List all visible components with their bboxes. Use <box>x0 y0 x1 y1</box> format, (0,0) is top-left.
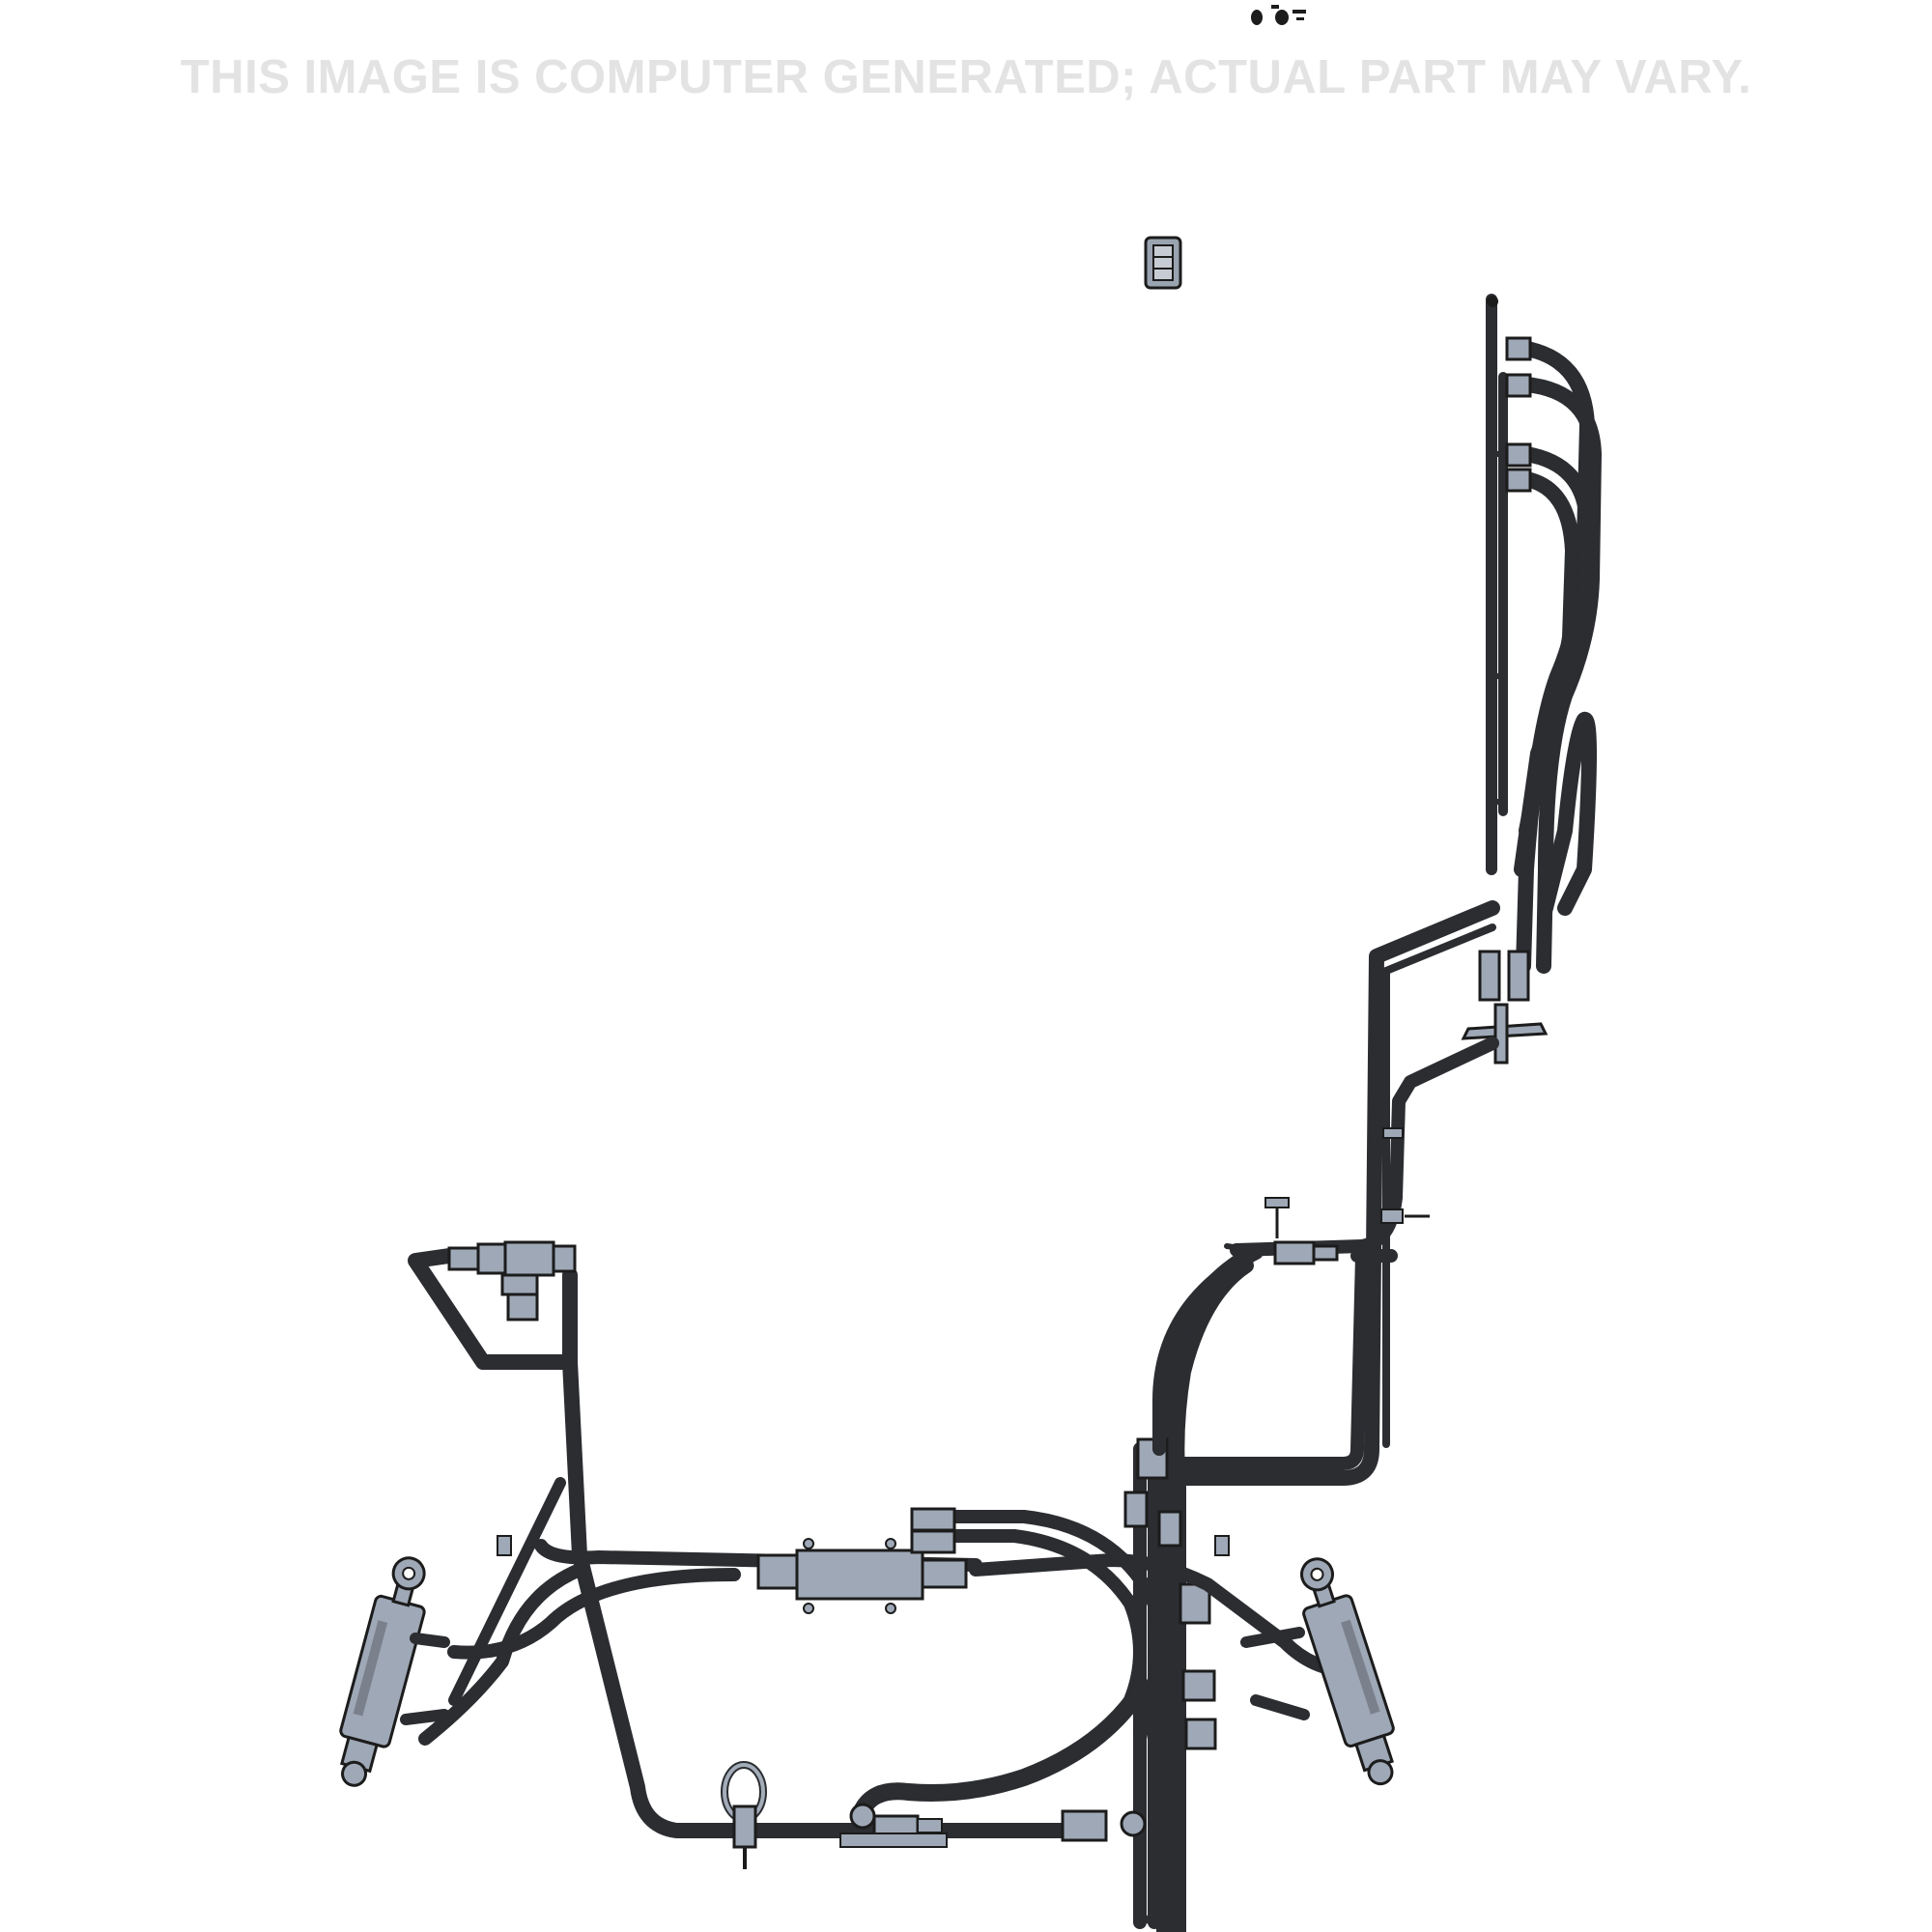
hose-clamp <box>721 1761 767 1869</box>
electrical-connector <box>1144 236 1182 290</box>
center-return-hose <box>1152 1243 1268 1456</box>
upper-right-hose-bundle <box>1461 294 1602 1065</box>
disclaimer-watermark: THIS IMAGE IS COMPUTER GENERATED; ACTUAL… <box>180 51 1752 103</box>
right-rigid-tubes <box>1157 900 1500 1486</box>
loose-hardware <box>1251 5 1306 25</box>
left-tee-fitting-line <box>408 1240 1080 1838</box>
left-actuator-cylinder <box>339 1535 512 1787</box>
right-actuator-cylinder <box>1214 1535 1395 1786</box>
manifold-and-cross-tubes <box>418 1477 1359 1848</box>
